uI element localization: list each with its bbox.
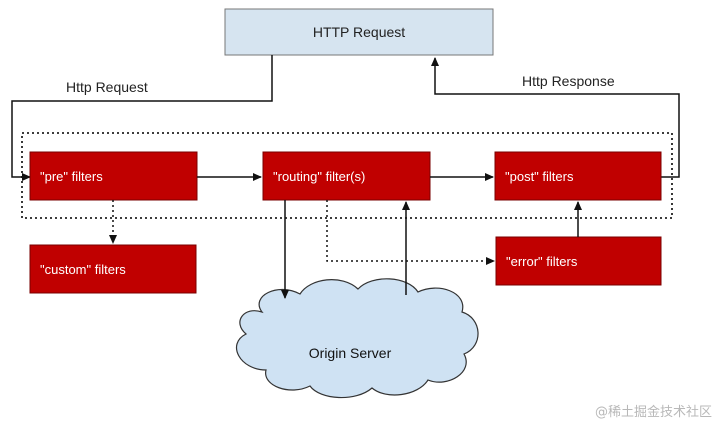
post-filters-box: "post" filters [494,151,662,201]
origin-server-cloud: Origin Server [235,278,479,399]
pre-filters-box: "pre" filters [29,151,198,201]
custom-filters-label: "custom" filters [40,262,126,277]
post-filters-label: "post" filters [505,169,574,184]
routing-filters-box: "routing" filter(s) [262,151,431,201]
routing-to-error-arrow [326,200,495,265]
pre-filters-label: "pre" filters [40,169,103,184]
origin-server-label: Origin Server [309,345,392,361]
http-request-box-label: HTTP Request [313,24,405,40]
incoming-request-arrow [11,55,273,181]
error-filters-label: "error" filters [506,254,578,269]
outgoing-response-arrow [431,57,680,178]
zuul-boundary [21,132,673,219]
custom-filters-box: "custom" filters [29,244,197,294]
routing-filters-label: "routing" filter(s) [273,169,365,184]
http-response-edge-label: Http Response [522,73,615,89]
http-request-box: HTTP Request [224,8,494,56]
error-filters-box: "error" filters [495,236,662,286]
watermark-text: @稀土掘金技术社区 [595,404,712,420]
http-request-edge-label: Http Request [66,79,148,95]
